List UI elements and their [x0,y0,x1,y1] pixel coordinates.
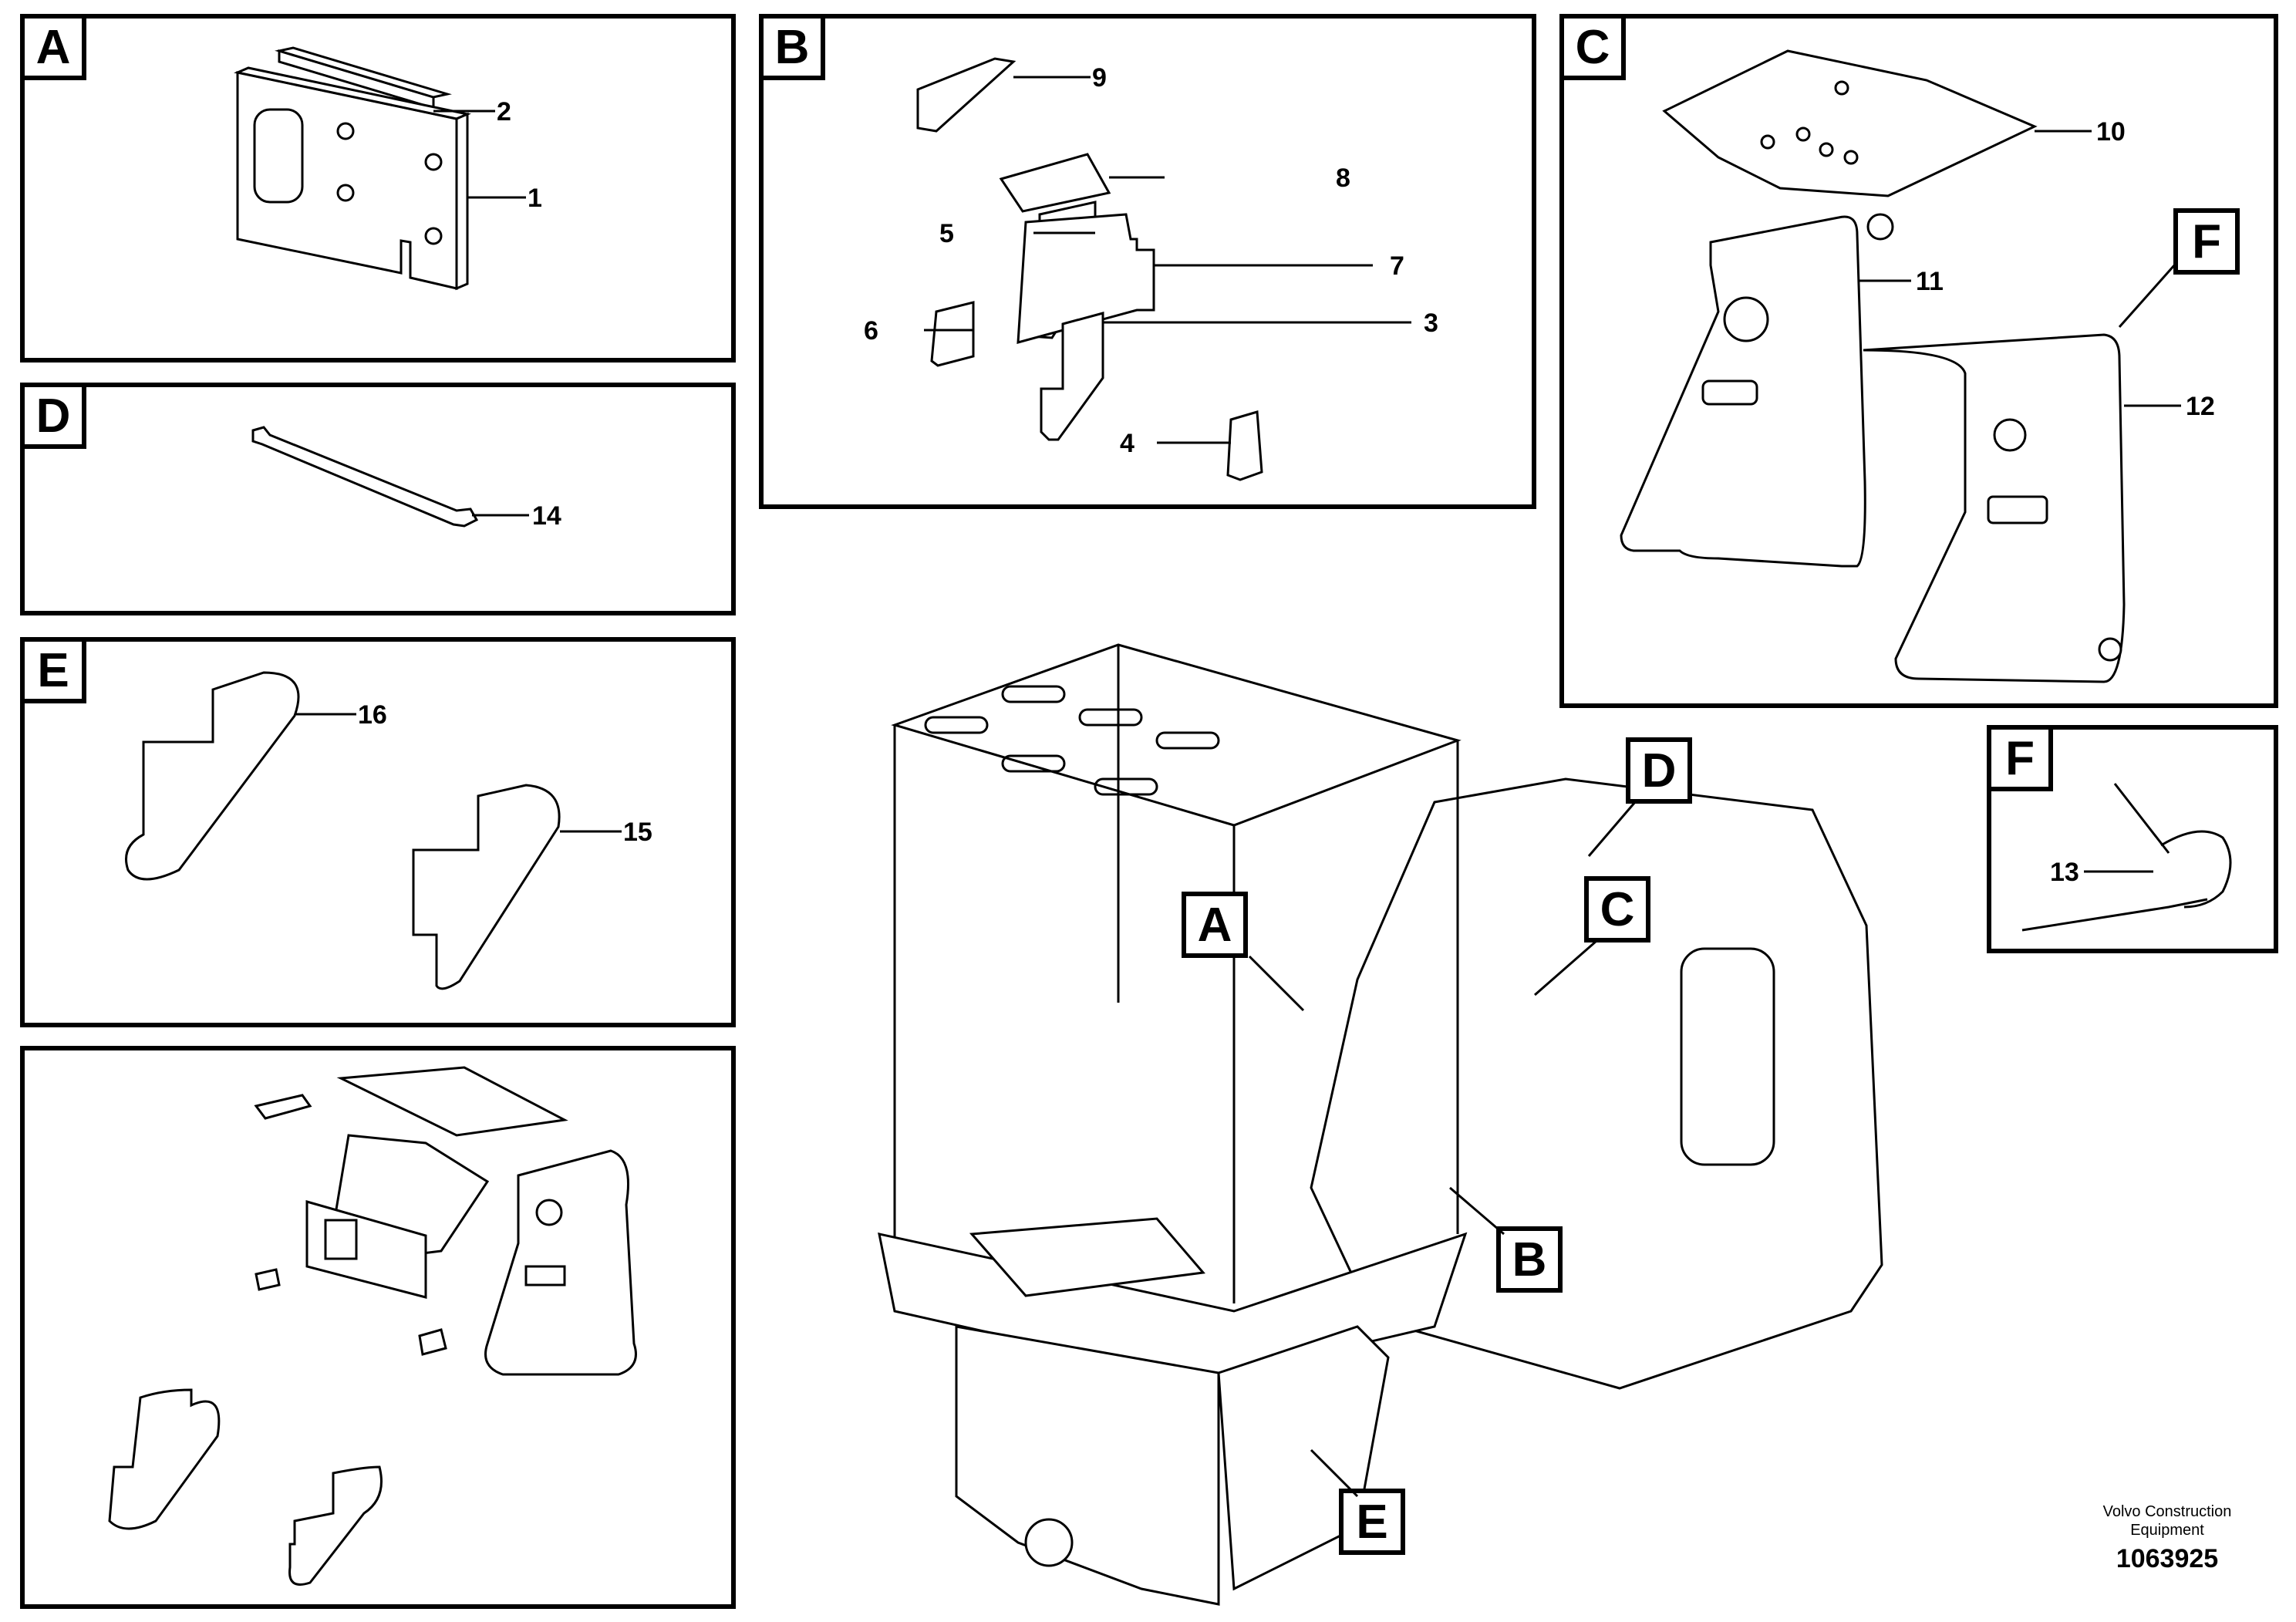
part-8-block [999,153,1111,213]
panel-c: C 10 11 12 F [1559,14,2278,708]
panel-f: F 13 [1987,725,2278,953]
part-10-plate [1662,49,2038,197]
part-4-block [1226,410,1263,481]
part-6-block [930,301,975,367]
panel-e: E 16 15 [20,637,736,1027]
callout-10: 10 [2096,117,2126,147]
callout-16: 16 [358,700,387,730]
panel-d-drawing: 14 [251,426,561,531]
panel-d: D 14 [20,383,736,615]
callout-3: 3 [1424,309,1438,338]
panel-f-letter: F [1987,725,2053,791]
part-9-block [916,57,1017,133]
panel-a: A 2 1 [20,14,736,363]
part-16-pad [125,671,300,881]
footer-brand-line2: Equipment [2130,1522,2204,1539]
callout-8: 8 [1336,164,1350,193]
panel-e-letter: E [20,637,86,703]
part-14-bar [251,426,479,528]
overview-tag-a: A [1182,892,1248,958]
callout-9: 9 [1092,63,1107,93]
panel-c-letter: C [1559,14,1626,80]
panel-b: B 9 5 6 8 7 3 4 [759,14,1536,509]
callout-12: 12 [2186,392,2215,421]
footer-brand-line1: Volvo Construction [2102,1503,2232,1520]
panel-overview-drawing [108,1066,637,1586]
panel-overview [20,1046,736,1609]
callout-1: 1 [528,184,542,213]
overview-tag-b: B [1496,1226,1563,1293]
overview-tag-d: D [1626,737,1692,804]
footer-doc-number: 1063925 [2116,1544,2219,1573]
part-15-pad [412,784,561,990]
callout-6: 6 [864,316,878,346]
callout-5: 5 [939,219,954,248]
panel-c-f-tag: F [2173,208,2240,275]
panel-d-letter: D [20,383,86,449]
overview-tag-e: E [1339,1489,1405,1555]
overview-tag-c: C [1584,876,1650,943]
panel-b-drawing: 9 5 6 8 7 3 4 [864,57,1438,481]
callout-13: 13 [2050,858,2079,887]
panel-f-drawing: 13 [2021,783,2232,932]
callout-14: 14 [532,501,561,531]
panel-b-letter: B [759,14,825,80]
callout-4: 4 [1120,429,1135,458]
panel-c-drawing: 10 11 12 [1620,49,2215,683]
panel-e-drawing: 16 15 [125,671,652,990]
panel-a-letter: A [20,14,86,80]
callout-15: 15 [623,818,652,847]
part-3-block [1040,312,1104,441]
panel-a-drawing: 2 1 [234,46,542,291]
callout-11: 11 [1916,267,1944,296]
footer-brand: Volvo Construction Equipment 1063925 [2067,1502,2267,1574]
callout-2: 2 [497,97,511,126]
callout-7: 7 [1390,251,1404,281]
